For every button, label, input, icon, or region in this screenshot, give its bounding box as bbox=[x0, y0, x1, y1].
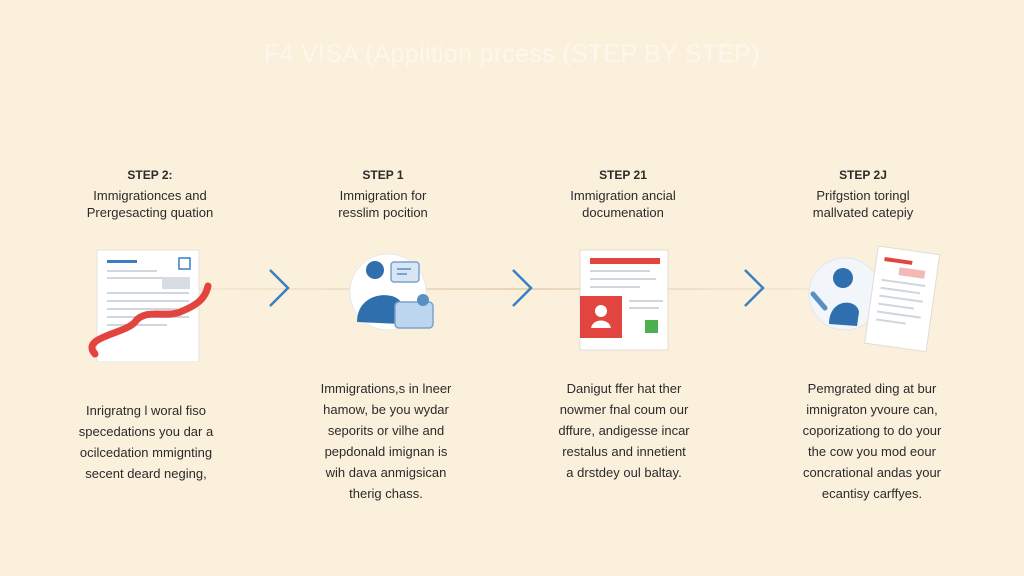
step-1: STEP 2: Immigrationces and Prergesacting… bbox=[40, 160, 260, 362]
step-2-description: Immigrations,s in lneer hamow, be you wy… bbox=[320, 381, 452, 501]
step-heading: Immigration ancial documenation bbox=[570, 188, 676, 220]
page-title: F4 VISA (Appiition prcess (STEP BY STEP) bbox=[264, 40, 760, 68]
step-number: STEP 1 bbox=[362, 168, 404, 182]
chevron-right-icon bbox=[744, 269, 765, 307]
chevron-right-icon bbox=[269, 269, 290, 307]
id-document-icon bbox=[579, 249, 669, 351]
connector-line bbox=[90, 288, 940, 290]
person-documents-icon bbox=[349, 253, 434, 331]
step-number: STEP 21 bbox=[599, 168, 647, 182]
step-4-description: Pemgrated ding at bur imnigraton yvoure … bbox=[802, 381, 942, 501]
step-4: STEP 2J Prifgstion toringl mallvated cat… bbox=[753, 160, 973, 353]
step-3-description: Danigut ffer hat ther nowmer fnal coum o… bbox=[558, 381, 690, 480]
step-2: STEP 1 Immigration for resslim pocition bbox=[273, 160, 493, 331]
step-number: STEP 2: bbox=[127, 168, 173, 182]
chevron-right-icon bbox=[512, 269, 533, 307]
step-1-description: Inrigratng l woral fiso specedations you… bbox=[78, 403, 214, 481]
step-heading: Immigrationces and Prergesacting quation bbox=[86, 188, 214, 220]
document-ribbon-icon bbox=[88, 249, 212, 362]
step-number: STEP 2J bbox=[839, 168, 887, 182]
person-papers-icon bbox=[808, 245, 941, 353]
step-heading: Immigration for resslim pocition bbox=[338, 188, 428, 220]
step-heading: Prifgstion toringl mallvated catepiy bbox=[812, 188, 914, 220]
step-3: STEP 21 Immigration ancial documenation bbox=[513, 160, 733, 351]
